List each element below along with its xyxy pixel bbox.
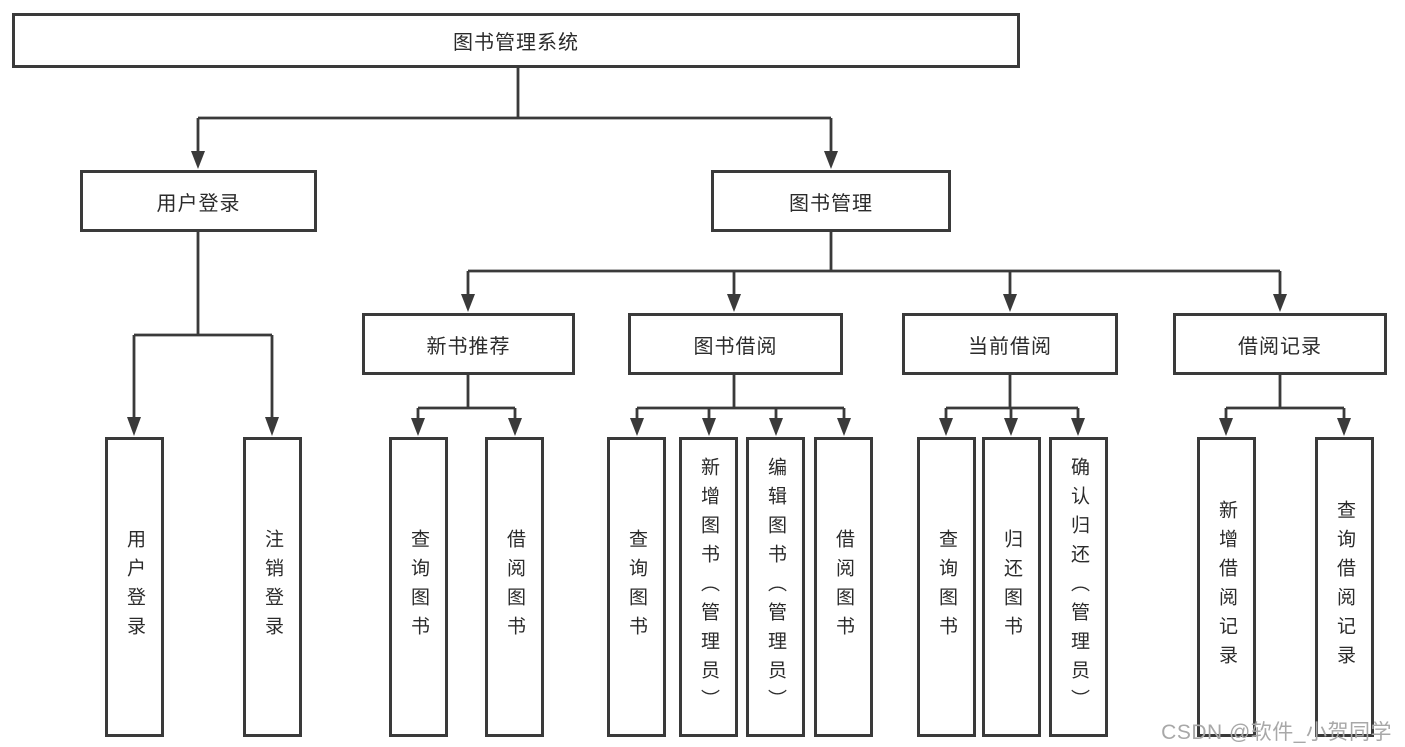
arrowhead	[411, 418, 425, 436]
node-new-book-rec: 新书推荐	[362, 313, 575, 375]
node-new-book-rec-label: 新书推荐	[426, 335, 511, 358]
edge-borrow-record-to-children	[1219, 375, 1351, 436]
arrowhead	[508, 418, 522, 436]
node-leaf-bb-query-book: 查询图书	[607, 437, 666, 737]
arrowhead	[1219, 418, 1233, 436]
node-leaf-logout-label: 注销登录	[262, 529, 283, 645]
edge-user-login-to-children	[127, 232, 279, 436]
node-leaf-cb-return-book-label: 归还图书	[1001, 529, 1022, 645]
node-leaf-cb-return-book: 归还图书	[982, 437, 1041, 737]
node-leaf-nbr-query-book: 查询图书	[389, 437, 448, 737]
node-leaf-user-login-label: 用户登录	[124, 529, 145, 645]
node-book-mgmt: 图书管理	[711, 170, 951, 232]
node-leaf-br-add-record-label: 新增借阅记录	[1216, 500, 1237, 674]
node-root-label: 图书管理系统	[453, 32, 579, 54]
arrowhead	[824, 151, 838, 169]
node-leaf-bb-borrow-book: 借阅图书	[814, 437, 873, 737]
node-user-login: 用户登录	[80, 170, 317, 232]
arrowhead	[727, 294, 741, 312]
node-leaf-cb-query-book-label: 查询图书	[936, 529, 957, 645]
node-leaf-cb-confirm-return-admin-label: 确认归还（管理员）	[1068, 456, 1089, 718]
node-borrow-record-label: 借阅记录	[1238, 335, 1322, 358]
arrowhead	[265, 417, 279, 436]
node-root: 图书管理系统	[12, 13, 1020, 68]
watermark: CSDN @软件_小贺同学	[1161, 721, 1392, 744]
node-leaf-nbr-borrow-book-label: 借阅图书	[504, 529, 525, 645]
node-user-login-label: 用户登录	[156, 192, 241, 215]
node-leaf-bb-borrow-book-label: 借阅图书	[833, 529, 854, 645]
node-leaf-nbr-borrow-book: 借阅图书	[485, 437, 544, 737]
node-leaf-br-query-record: 查询借阅记录	[1315, 437, 1374, 737]
node-leaf-br-add-record: 新增借阅记录	[1197, 437, 1256, 737]
node-leaf-br-query-record-label: 查询借阅记录	[1334, 500, 1355, 674]
node-book-mgmt-label: 图书管理	[789, 192, 873, 215]
edge-book-mgmt-to-level3	[461, 232, 1287, 312]
arrowhead	[939, 418, 953, 436]
arrowhead	[461, 294, 475, 312]
arrowhead	[1003, 294, 1017, 312]
arrowhead	[1273, 294, 1287, 312]
node-leaf-bb-edit-book-admin: 编辑图书（管理员）	[746, 437, 805, 737]
edge-root-to-level2	[191, 68, 838, 169]
arrowhead	[702, 418, 716, 436]
node-current-borrow-label: 当前借阅	[968, 335, 1052, 358]
node-leaf-user-login: 用户登录	[105, 437, 164, 737]
arrowhead	[1337, 418, 1351, 436]
node-leaf-cb-confirm-return-admin: 确认归还（管理员）	[1049, 437, 1108, 737]
arrowhead	[630, 418, 644, 436]
node-current-borrow: 当前借阅	[902, 313, 1118, 375]
node-leaf-logout: 注销登录	[243, 437, 302, 737]
arrowhead	[1071, 418, 1085, 436]
node-leaf-bb-add-book-admin: 新增图书（管理员）	[679, 437, 738, 737]
arrowhead	[769, 418, 783, 436]
edge-new-book-rec-to-children	[411, 375, 522, 436]
arrowhead	[1004, 418, 1018, 436]
node-leaf-bb-add-book-admin-label: 新增图书（管理员）	[698, 456, 719, 718]
node-leaf-bb-edit-book-admin-label: 编辑图书（管理员）	[765, 456, 786, 718]
arrowhead	[837, 418, 851, 436]
edge-current-borrow-to-children	[939, 375, 1085, 436]
node-book-borrow-label: 图书借阅	[693, 335, 778, 358]
node-book-borrow: 图书借阅	[628, 313, 843, 375]
arrowhead	[191, 151, 205, 169]
node-leaf-bb-query-book-label: 查询图书	[626, 529, 647, 645]
arrowhead	[127, 417, 141, 436]
edge-book-borrow-to-children	[630, 375, 851, 436]
node-leaf-cb-query-book: 查询图书	[917, 437, 976, 737]
node-borrow-record: 借阅记录	[1173, 313, 1387, 375]
node-leaf-nbr-query-book-label: 查询图书	[408, 529, 429, 645]
